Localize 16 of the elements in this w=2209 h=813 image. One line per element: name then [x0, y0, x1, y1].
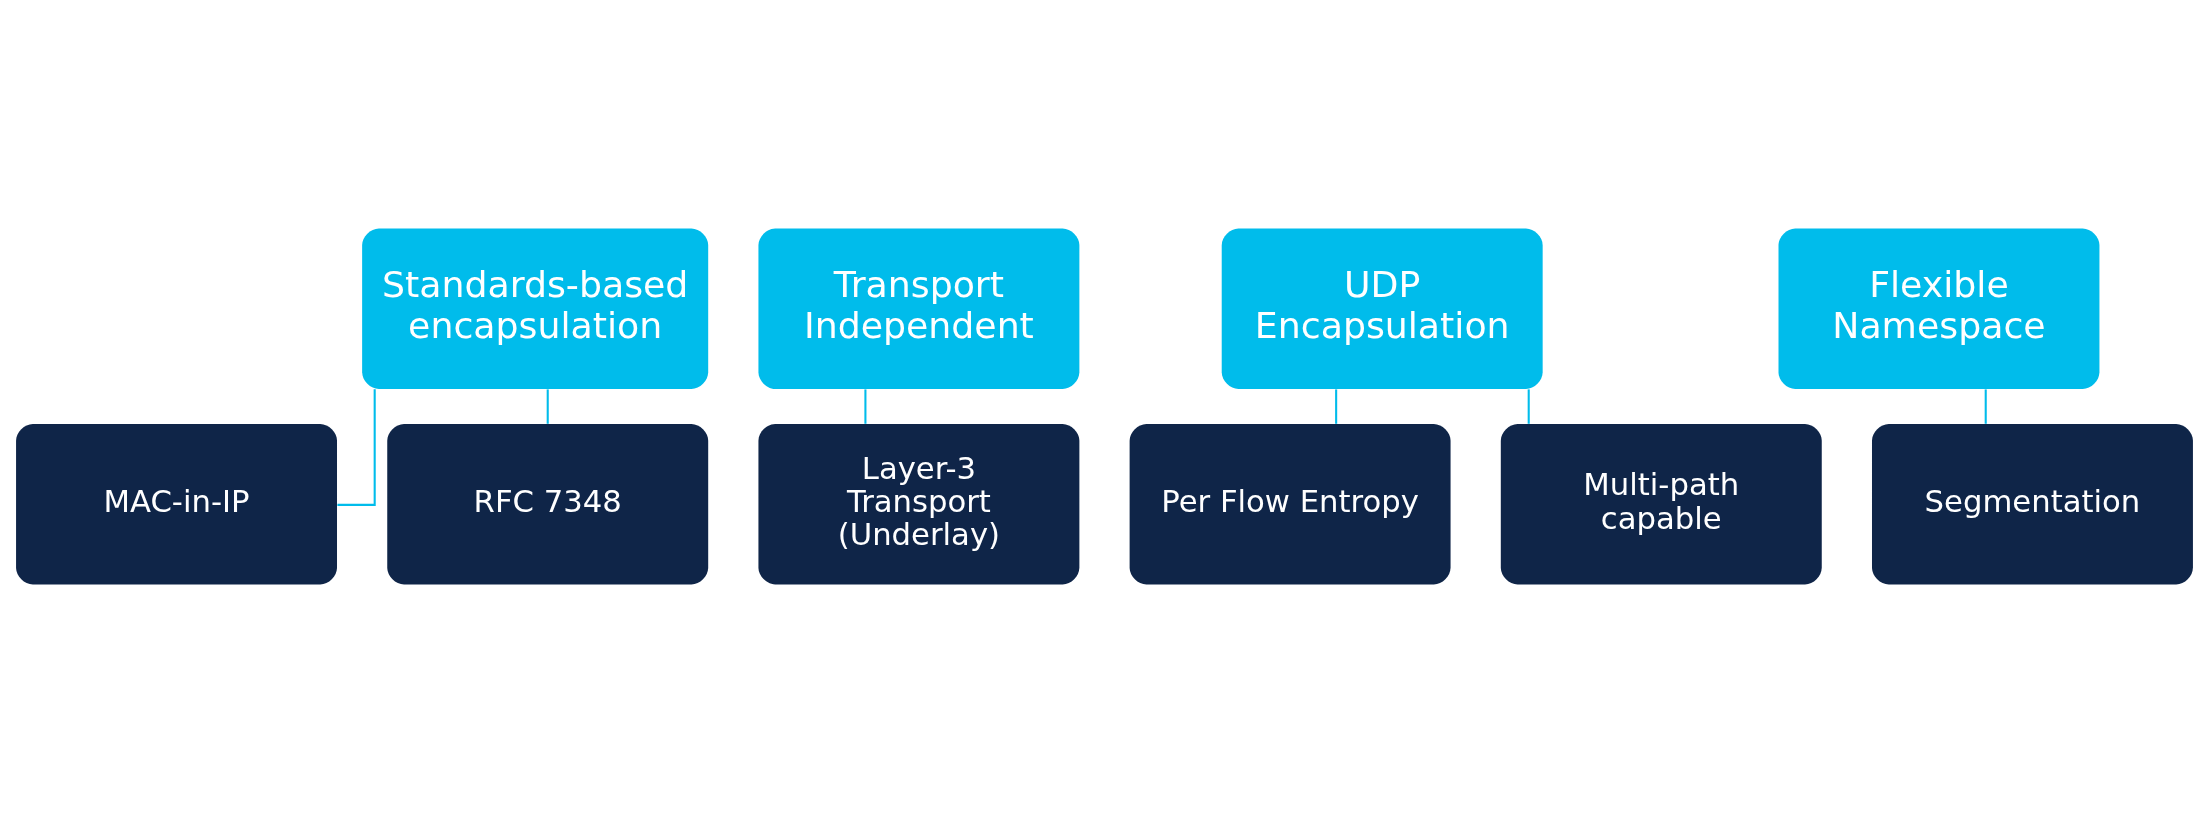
connector	[864, 389, 867, 424]
node-box: Layer-3 Transport (Underlay)	[758, 423, 1080, 585]
connector	[546, 389, 549, 424]
connector	[1527, 389, 1530, 424]
node-box: Standards-based encapsulation	[362, 228, 709, 390]
node-box: MAC-in-IP	[16, 423, 337, 585]
node-box: Multi-path capable	[1500, 423, 1822, 585]
node-box: Per Flow Entropy	[1129, 423, 1451, 585]
node-box: Transport Independent	[758, 228, 1080, 390]
connector	[1335, 389, 1338, 424]
connector	[337, 389, 376, 506]
node-box: Flexible Namespace	[1778, 228, 2100, 390]
node-box: RFC 7348	[387, 423, 709, 585]
node-box: UDP Encapsulation	[1221, 228, 1543, 390]
node-box: Segmentation	[1872, 423, 2193, 585]
connector	[1984, 389, 1987, 424]
